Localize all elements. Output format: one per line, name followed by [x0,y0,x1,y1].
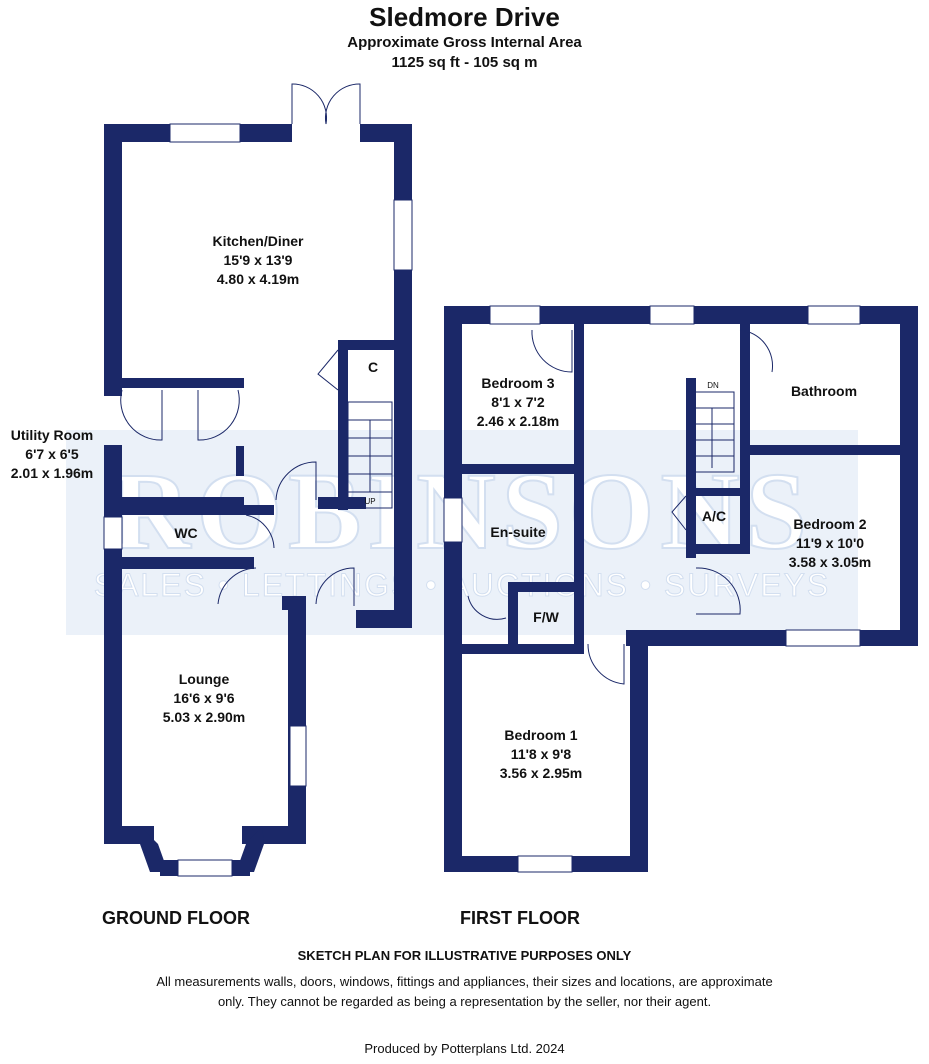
room-lounge: Lounge 16'6 x 9'6 5.03 x 2.90m [163,670,246,727]
room-bedroom3-metric: 2.46 x 2.18m [476,413,560,429]
room-kitchen-imperial: 15'9 x 13'9 [223,252,293,268]
room-bathroom-name: Bathroom [790,383,858,399]
room-fw: F/W [533,608,559,627]
room-cupboard-name: C [367,359,379,375]
room-kitchen-name: Kitchen/Diner [212,233,304,249]
room-utility-imperial: 6'7 x 6'5 [25,446,79,462]
room-bedroom2-metric: 3.58 x 3.05m [788,554,872,570]
area-label: Approximate Gross Internal Area [347,34,582,51]
room-fw-name: F/W [533,609,559,625]
area-value: 1125 sq ft - 105 sq m [391,54,538,71]
stairs-up-label: UP [364,497,375,506]
room-bedroom2: Bedroom 2 11'9 x 10'0 3.58 x 3.05m [789,515,872,572]
room-utility-metric: 2.01 x 1.96m [10,465,94,481]
room-bathroom: Bathroom [791,382,857,401]
room-lounge-metric: 5.03 x 2.90m [162,709,246,725]
room-wc: WC [174,524,197,543]
stairs-down-label: DN [707,381,719,390]
first-floor-openings [443,305,861,873]
room-bedroom3-name: Bedroom 3 [481,375,555,391]
disclaimer-text: All measurements walls, doors, windows, … [156,974,773,1009]
room-bedroom2-name: Bedroom 2 [793,516,867,532]
ground-floor-openings [103,123,413,877]
room-lounge-name: Lounge [178,671,230,687]
room-lounge-imperial: 16'6 x 9'6 [173,690,235,706]
first-floor-door-swings [467,329,774,685]
room-bedroom1: Bedroom 1 11'8 x 9'8 3.56 x 2.95m [500,726,583,783]
page-title: Sledmore Drive [369,2,560,32]
first-floor-label: FIRST FLOOR [460,908,580,928]
room-cupboard: C [368,358,378,377]
room-kitchen: Kitchen/Diner 15'9 x 13'9 4.80 x 4.19m [212,232,303,289]
ground-floor-walls [104,124,412,876]
room-bedroom2-imperial: 11'9 x 10'0 [795,535,865,551]
room-bedroom1-name: Bedroom 1 [504,727,578,743]
room-ac-name: A/C [701,508,727,524]
ground-floor-label: GROUND FLOOR [102,908,250,928]
room-wc-name: WC [174,525,198,541]
credit: Produced by Potterplans Ltd. 2024 [364,1041,565,1056]
room-utility: Utility Room 6'7 x 6'5 2.01 x 1.96m [11,426,94,483]
room-bedroom1-imperial: 11'8 x 9'8 [510,746,572,762]
room-kitchen-metric: 4.80 x 4.19m [216,271,300,287]
room-ensuite: En-suite [490,523,545,542]
room-bedroom3-imperial: 8'1 x 7'2 [491,394,545,410]
room-ensuite-name: En-suite [490,524,546,540]
room-bedroom3: Bedroom 3 8'1 x 7'2 2.46 x 2.18m [477,374,560,431]
room-utility-name: Utility Room [10,427,94,443]
room-bedroom1-metric: 3.56 x 2.95m [499,765,583,781]
disclaimer-title: SKETCH PLAN FOR ILLUSTRATIVE PURPOSES ON… [297,948,632,963]
room-ac: A/C [702,507,726,526]
ground-floor-door-swings [120,83,393,606]
